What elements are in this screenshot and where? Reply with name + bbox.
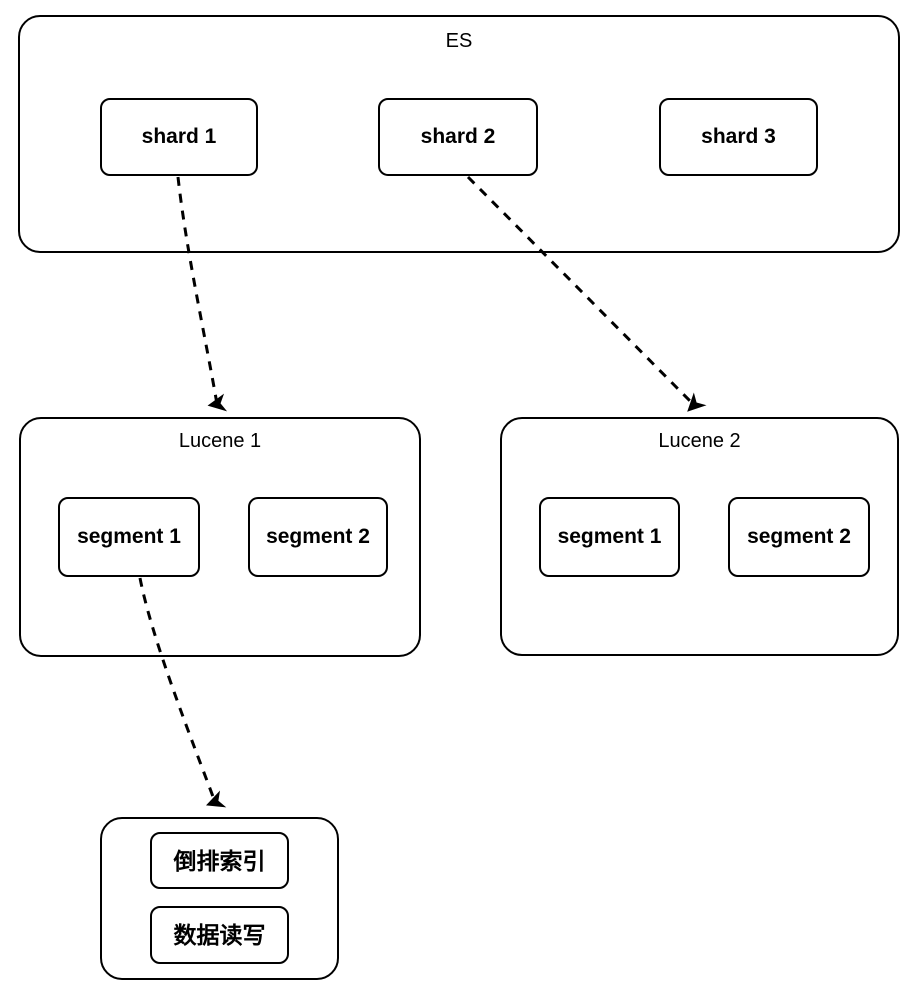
lucene-2-segment-1-label: segment 1 [557,525,662,548]
shard-1-label: shard 1 [141,125,217,148]
lucene-1-segment-1-label: segment 1 [77,525,181,548]
data-read-write-box[interactable]: 数据读写 [150,906,289,964]
lucene-2-group-title: Lucene 2 [658,430,741,452]
lucene-1-segment-1-box[interactable]: segment 1 [58,497,200,577]
inverted-index-label: 倒排索引 [173,847,266,874]
shard-3-box[interactable]: shard 3 [659,98,818,176]
shard-2-label: shard 2 [420,125,496,148]
es-group-title: ES [445,30,473,52]
lucene-1-segment-2-label: segment 2 [266,525,370,548]
shard-3-label: shard 3 [701,125,776,148]
lucene-2-segment-1-box[interactable]: segment 1 [539,497,680,577]
lucene-1-group-title: Lucene 1 [178,430,262,452]
shard-2-box[interactable]: shard 2 [378,98,538,176]
lucene-2-segment-2-label: segment 2 [747,525,851,548]
lucene-1-segment-2-box[interactable]: segment 2 [248,497,388,577]
shard-1-box[interactable]: shard 1 [100,98,258,176]
data-read-write-label: 数据读写 [173,922,266,948]
lucene-2-segment-2-box[interactable]: segment 2 [728,497,870,577]
inverted-index-box[interactable]: 倒排索引 [150,832,289,889]
